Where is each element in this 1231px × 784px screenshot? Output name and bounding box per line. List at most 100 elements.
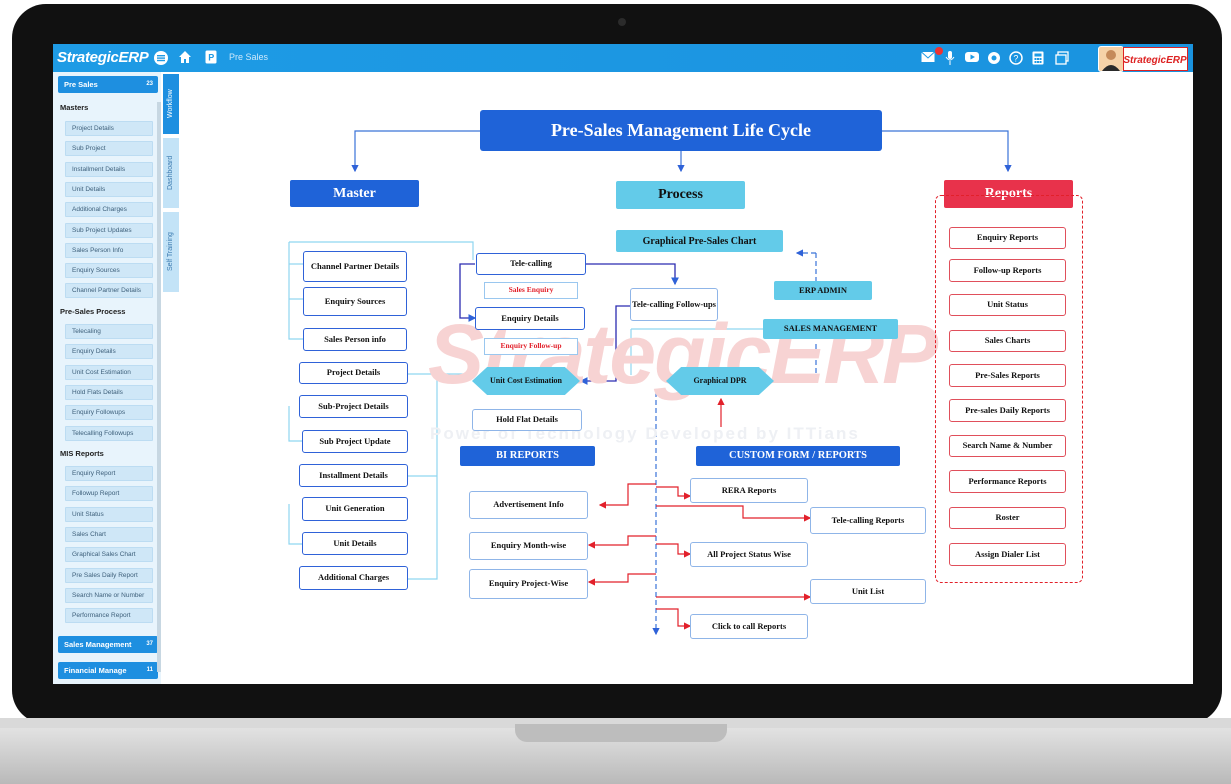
- sidebar-item[interactable]: Enquiry Followups: [65, 405, 153, 421]
- svg-text:StrategicERP: StrategicERP: [1124, 55, 1187, 66]
- sidebar-item[interactable]: Unit Details: [65, 181, 153, 197]
- graphical-pre-sales-chart[interactable]: Graphical Pre-Sales Chart: [616, 230, 783, 252]
- sidebar-item[interactable]: Additional Charges: [65, 202, 153, 218]
- report-roster[interactable]: Roster: [949, 507, 1066, 529]
- sidebar-item[interactable]: Enquiry Sources: [65, 263, 153, 279]
- sidebar-item[interactable]: Search Name or Number: [65, 587, 153, 603]
- report-unit-status[interactable]: Unit Status: [949, 294, 1066, 316]
- sidebar-item[interactable]: Project Details: [65, 121, 153, 136]
- bi-enquiry-month-wise[interactable]: Enquiry Month-wise: [469, 532, 588, 560]
- report-search-name-number[interactable]: Search Name & Number: [949, 435, 1066, 457]
- sidebar-item[interactable]: Installment Details: [65, 161, 153, 177]
- bi-reports-header[interactable]: BI REPORTS: [460, 446, 595, 466]
- sidebar-item[interactable]: Hold Flats Details: [65, 384, 153, 400]
- sidebar-item[interactable]: Sales Chart: [65, 526, 153, 542]
- group-masters-title: Masters: [60, 103, 89, 112]
- process-header[interactable]: Process: [616, 181, 745, 209]
- sidebar-item[interactable]: Channel Partner Details: [65, 283, 153, 299]
- report-enquiry-reports[interactable]: Enquiry Reports: [949, 227, 1066, 249]
- reports-group-frame: [935, 195, 1083, 583]
- sidebar-item[interactable]: Enquiry Report: [65, 466, 153, 481]
- sidebar-scrollbar[interactable]: [157, 102, 161, 672]
- process-enquiry-followup[interactable]: Enquiry Follow-up: [484, 338, 578, 355]
- help-icon[interactable]: ?: [1009, 51, 1023, 65]
- custom-telecalling-reports[interactable]: Tele-calling Reports: [810, 507, 926, 534]
- master-enquiry-sources[interactable]: Enquiry Sources: [303, 287, 407, 316]
- company-logo: StrategicERP: [1123, 47, 1188, 71]
- sidebar-item[interactable]: Sales Person Info: [65, 242, 153, 258]
- custom-unit-list[interactable]: Unit List: [810, 579, 926, 604]
- sidebar-item[interactable]: Followup Report: [65, 486, 153, 502]
- menu-icon[interactable]: [153, 50, 169, 66]
- svg-text:?: ?: [1013, 54, 1018, 64]
- svg-text:P: P: [208, 53, 214, 63]
- master-sales-person[interactable]: Sales Person info: [303, 328, 407, 351]
- custom-reports-header[interactable]: CUSTOM FORM / REPORTS: [696, 446, 900, 466]
- sidebar-item[interactable]: Sub Project: [65, 141, 153, 157]
- section-count: 37: [146, 641, 153, 647]
- mail-icon[interactable]: [921, 51, 935, 65]
- master-installment-details[interactable]: Installment Details: [299, 464, 408, 487]
- sidebar-item[interactable]: Graphical Sales Chart: [65, 547, 153, 563]
- report-pre-sales-daily[interactable]: Pre-sales Daily Reports: [949, 399, 1066, 422]
- process-sales-enquiry[interactable]: Sales Enquiry: [484, 282, 578, 299]
- chat-icon[interactable]: [987, 51, 1001, 65]
- report-followup-reports[interactable]: Follow-up Reports: [949, 259, 1066, 282]
- user-avatar[interactable]: [1098, 46, 1124, 72]
- notification-badge: [935, 47, 943, 55]
- custom-rera-reports[interactable]: RERA Reports: [690, 478, 808, 503]
- video-icon[interactable]: [965, 51, 979, 65]
- diagram-title: Pre-Sales Management Life Cycle: [480, 110, 882, 151]
- brand-logo[interactable]: StrategicERP: [57, 49, 149, 66]
- master-project-details[interactable]: Project Details: [299, 362, 408, 384]
- home-icon[interactable]: [177, 50, 193, 66]
- breadcrumb[interactable]: Pre Sales: [229, 52, 269, 62]
- report-sales-charts[interactable]: Sales Charts: [949, 330, 1066, 352]
- calculator-icon[interactable]: [1031, 51, 1045, 65]
- process-unit-cost-estimation[interactable]: Unit Cost Estimation: [472, 367, 580, 395]
- group-mis-title: MIS Reports: [60, 449, 104, 458]
- master-unit-generation[interactable]: Unit Generation: [302, 497, 408, 521]
- sidebar-item[interactable]: Unit Status: [65, 506, 153, 522]
- report-assign-dialer-list[interactable]: Assign Dialer List: [949, 543, 1066, 566]
- sidebar-item[interactable]: Sub Project Updates: [65, 222, 153, 238]
- reports-header[interactable]: Reports: [944, 180, 1073, 208]
- report-pre-sales-reports[interactable]: Pre-Sales Reports: [949, 364, 1066, 387]
- window-icon[interactable]: [1055, 51, 1069, 65]
- custom-all-project-status[interactable]: All Project Status Wise: [690, 542, 808, 567]
- section-count: 23: [146, 81, 153, 87]
- master-sub-project-update[interactable]: Sub Project Update: [302, 430, 408, 453]
- sidebar-item[interactable]: Telecaling: [65, 324, 153, 339]
- sidebar-item[interactable]: Enquiry Details: [65, 344, 153, 360]
- top-bar: StrategicERP P Pre Sales ? StrategicERP: [53, 44, 1193, 72]
- erp-admin-node[interactable]: ERP ADMIN: [774, 281, 872, 300]
- sidebar-item[interactable]: Unit Cost Estimation: [65, 364, 153, 380]
- master-unit-details[interactable]: Unit Details: [302, 532, 408, 555]
- master-sub-project-details[interactable]: Sub-Project Details: [299, 395, 408, 418]
- sales-management-node[interactable]: SALES MANAGEMENT: [763, 319, 898, 339]
- process-enquiry-details[interactable]: Enquiry Details: [475, 307, 585, 330]
- master-channel-partner[interactable]: Channel Partner Details: [303, 251, 407, 282]
- page-icon[interactable]: P: [203, 50, 219, 66]
- laptop-notch: [515, 724, 727, 742]
- sidebar-item[interactable]: Pre Sales Daily Report: [65, 567, 153, 583]
- master-additional-charges[interactable]: Additional Charges: [299, 566, 408, 590]
- process-graphical-dpr[interactable]: Graphical DPR: [666, 367, 774, 395]
- mic-icon[interactable]: [943, 51, 957, 65]
- camera-dot: [618, 18, 626, 26]
- process-telecalling[interactable]: Tele-calling: [476, 253, 586, 275]
- process-telecalling-followups[interactable]: Tele-calling Follow-ups: [630, 288, 718, 321]
- master-header[interactable]: Master: [290, 180, 419, 207]
- report-performance-reports[interactable]: Performance Reports: [949, 470, 1066, 493]
- sidebar-item[interactable]: Performance Report: [65, 608, 153, 624]
- laptop-base-edge: [0, 718, 1231, 728]
- bi-enquiry-project-wise[interactable]: Enquiry Project-Wise: [469, 569, 588, 599]
- sidebar-item[interactable]: Telecalling Followups: [65, 425, 153, 441]
- custom-click-to-call[interactable]: Click to call Reports: [690, 614, 808, 639]
- process-hold-flat-details[interactable]: Hold Flat Details: [472, 409, 582, 431]
- bi-advertisement-info[interactable]: Advertisement Info: [469, 491, 588, 519]
